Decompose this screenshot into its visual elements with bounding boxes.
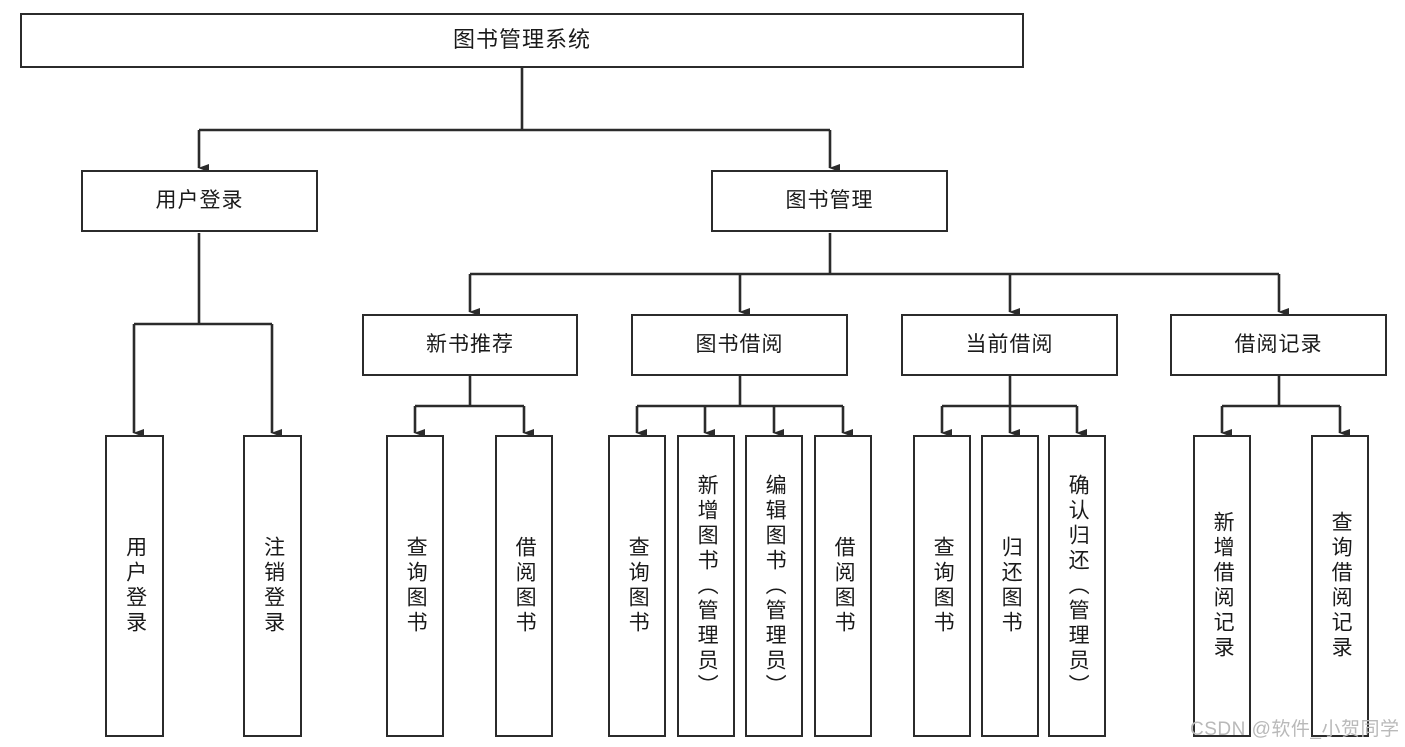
- node-leaf-add-book-admin[interactable]: 新增图书（管理员）: [677, 435, 735, 737]
- node-label: 编辑图书（管理员）: [763, 473, 787, 699]
- node-book-borrowing[interactable]: 图书借阅: [631, 314, 848, 376]
- node-label: 查询图书: [931, 536, 955, 636]
- node-label: 注销登录: [261, 536, 285, 636]
- node-user-login[interactable]: 用户登录: [81, 170, 318, 232]
- node-leaf-borrow-books-new[interactable]: 借阅图书: [495, 435, 553, 737]
- node-label: 查询图书: [404, 536, 428, 636]
- node-borrow-records[interactable]: 借阅记录: [1170, 314, 1387, 376]
- node-label: 用户登录: [123, 536, 147, 636]
- node-label: 图书借阅: [695, 333, 784, 357]
- node-label: 借阅记录: [1234, 333, 1323, 357]
- node-leaf-query-borrow-record[interactable]: 查询借阅记录: [1311, 435, 1369, 737]
- node-label: 新增图书（管理员）: [695, 473, 719, 699]
- node-label: 归还图书: [999, 536, 1023, 636]
- node-label: 新书推荐: [426, 333, 514, 357]
- node-new-book-recommendation[interactable]: 新书推荐: [362, 314, 578, 376]
- node-label: 图书管理: [785, 189, 874, 213]
- node-label: 用户登录: [155, 189, 244, 213]
- node-leaf-query-books-borrow[interactable]: 查询图书: [608, 435, 666, 737]
- node-current-borrowing[interactable]: 当前借阅: [901, 314, 1118, 376]
- node-label: 查询图书: [626, 536, 650, 636]
- node-label: 新增借阅记录: [1211, 511, 1235, 661]
- node-book-management[interactable]: 图书管理: [711, 170, 948, 232]
- node-leaf-user-login[interactable]: 用户登录: [105, 435, 164, 737]
- node-label: 查询借阅记录: [1329, 511, 1353, 661]
- node-leaf-add-borrow-record[interactable]: 新增借阅记录: [1193, 435, 1251, 737]
- node-label: 当前借阅: [965, 333, 1054, 357]
- node-leaf-return-book[interactable]: 归还图书: [981, 435, 1039, 737]
- node-label: 借阅图书: [832, 536, 856, 636]
- node-leaf-query-books-current[interactable]: 查询图书: [913, 435, 971, 737]
- node-label: 确认归还（管理员）: [1066, 473, 1090, 699]
- node-leaf-confirm-return-admin[interactable]: 确认归还（管理员）: [1048, 435, 1106, 737]
- node-leaf-logout[interactable]: 注销登录: [243, 435, 302, 737]
- node-label: 借阅图书: [513, 536, 537, 636]
- node-leaf-lend-book[interactable]: 借阅图书: [814, 435, 872, 737]
- node-leaf-query-books-new[interactable]: 查询图书: [386, 435, 444, 737]
- node-root-book-management-system[interactable]: 图书管理系统: [20, 13, 1024, 68]
- node-leaf-edit-book-admin[interactable]: 编辑图书（管理员）: [745, 435, 803, 737]
- node-label: 图书管理系统: [452, 27, 591, 53]
